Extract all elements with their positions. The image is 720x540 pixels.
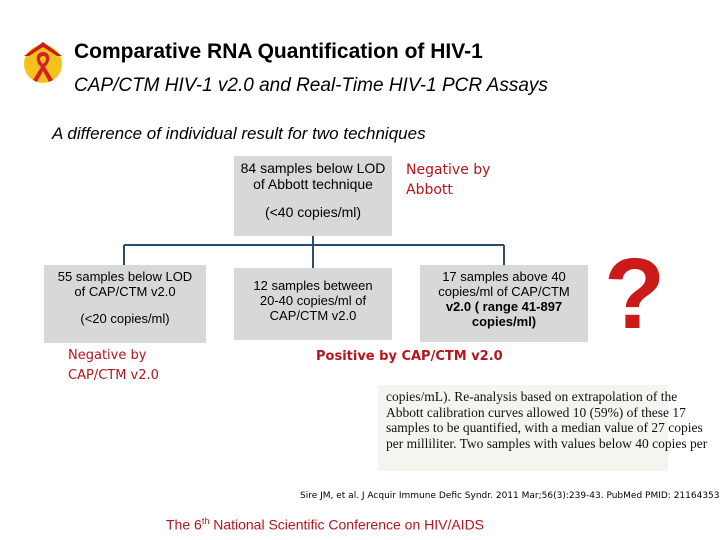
page-title: Comparative RNA Quantification of HIV-1	[74, 40, 483, 63]
abbott-lod-line2: of Abbott technique	[253, 176, 373, 192]
negative-by-abbott-line1: Negative by	[406, 162, 491, 178]
excerpt-line2: Abbott calibration curves allowed 10 (59…	[386, 404, 686, 420]
excerpt-line4: per milliliter. Two samples with values …	[386, 435, 708, 451]
question-mark: ?	[604, 238, 666, 350]
cap-ctm-lod-line3: (<20 copies/ml)	[80, 311, 170, 326]
excerpt-line1: copies/mL). Re-analysis based on extrapo…	[386, 389, 678, 404]
conference-footer: The 6th National Scientific Conference o…	[166, 516, 484, 533]
cap-ctm-lod-line1: 55 samples below LOD	[57, 269, 193, 284]
negative-by-abbott-line2: Abbott	[406, 182, 453, 198]
negative-by-abbott-note: Negative by Abbott	[406, 160, 490, 200]
between-range-line2: 20-40 copies/ml of	[259, 293, 367, 308]
cap-ctm-lod-box: 55 samples below LOD of CAP/CTM v2.0 (<2…	[44, 265, 206, 343]
above-40-line3: v2.0 ( range 41-897	[445, 299, 563, 314]
footer-post: National Scientific Conference on HIV/AI…	[209, 516, 485, 533]
between-range-box: 12 samples between 20-40 copies/ml of CA…	[234, 268, 392, 340]
negative-by-cap-ctm-line2: CAP/CTM v2.0	[68, 368, 159, 383]
positive-by-cap-ctm-note: Positive by CAP/CTM v2.0	[316, 349, 503, 364]
section-caption: A difference of individual result for tw…	[52, 124, 426, 143]
abbott-lod-line3: (<40 copies/ml)	[264, 204, 362, 220]
footer-sup: th	[201, 516, 210, 526]
page-subtitle: CAP/CTM HIV-1 v2.0 and Real-Time HIV-1 P…	[74, 75, 548, 96]
excerpt-line3: samples to be quantified, with a median …	[386, 420, 703, 435]
footer-pre: The 6	[166, 516, 202, 533]
above-40-line4: copies/ml)	[471, 314, 537, 329]
red-ribbon-logo-icon	[24, 42, 62, 83]
citation-reference: Sire JM, et al. J Acquir Immune Defic Sy…	[300, 491, 720, 501]
between-range-line3: CAP/CTM v2.0	[269, 308, 357, 323]
abbott-lod-box: 84 samples below LOD of Abbott technique…	[234, 156, 392, 236]
cap-ctm-lod-line2: of CAP/CTM v2.0	[74, 284, 176, 299]
above-40-box: 17 samples above 40 copies/ml of CAP/CTM…	[420, 265, 588, 342]
between-range-line1: 12 samples between	[253, 278, 373, 293]
above-40-line1: 17 samples above 40	[442, 269, 566, 284]
abbott-lod-line1: 84 samples below LOD	[240, 160, 386, 176]
negative-by-cap-ctm-note: Negative by CAP/CTM v2.0	[68, 346, 159, 386]
negative-by-cap-ctm-line1: Negative by	[68, 348, 147, 363]
paper-excerpt: copies/mL). Re-analysis based on extrapo…	[378, 385, 708, 471]
above-40-line2: copies/ml of CAP/CTM	[438, 284, 570, 299]
